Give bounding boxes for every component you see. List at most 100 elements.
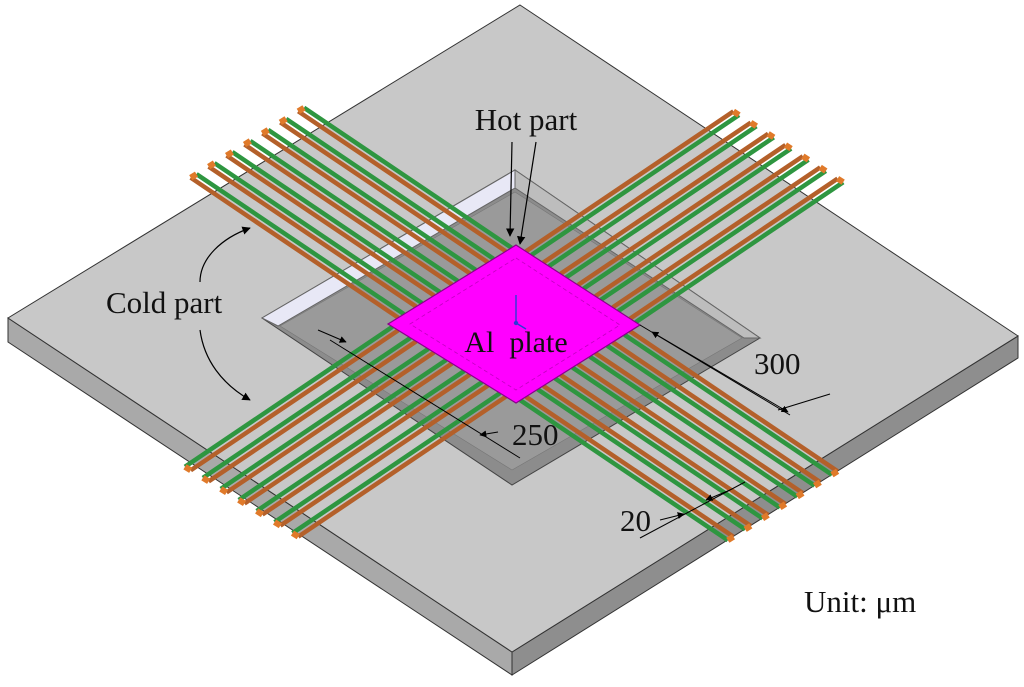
leg-pad-nw-3 [242, 138, 252, 148]
leg-green-sw-4 [219, 347, 430, 491]
leg-copper-se-4 [559, 373, 770, 517]
leg-copper-nw-2 [225, 153, 436, 298]
leg-green-se-5 [536, 387, 747, 532]
dimension-250-arrow-right [479, 430, 499, 438]
leg-copper-nw-4 [261, 131, 472, 276]
leg-green-nw-0 [195, 172, 406, 316]
leg-pad-se-0 [830, 468, 840, 478]
hot-part-arrow-left [505, 141, 515, 237]
leg-pad-sw-1 [273, 519, 282, 529]
leg-pad-sw-5 [201, 475, 211, 484]
dimension-300: 300 [639, 324, 831, 416]
hot-part-label: Hot part [475, 102, 578, 137]
leg-pad-se-3 [778, 501, 788, 511]
thermocouple-legs [183, 105, 845, 543]
leg-pad-sw-2 [255, 508, 264, 518]
dimension-250-arrow-left [317, 329, 347, 343]
leg-pad-nw-5 [278, 116, 288, 125]
leg-pad-nw-4 [260, 127, 270, 136]
al-plate [386, 244, 642, 404]
leg-green-sw-3 [237, 358, 448, 502]
leg-green-sw-6 [183, 324, 394, 469]
leg-pad-ne-1 [749, 120, 758, 129]
leg-copper-se-6 [524, 394, 735, 539]
leg-copper-ne-2 [559, 131, 770, 276]
leg-green-nw-3 [249, 139, 460, 283]
leg-copper-se-2 [594, 351, 805, 495]
al-plate-group: Al plate [386, 244, 642, 404]
dimension-300-arrow [651, 331, 789, 413]
leg-copper-nw-1 [207, 164, 418, 309]
leg-copper-se-5 [542, 383, 753, 528]
leg-copper-nw-0 [189, 175, 400, 320]
leg-pad-ne-3 [783, 142, 793, 152]
leg-pad-se-4 [760, 512, 770, 521]
leg-copper-ne-5 [611, 165, 822, 310]
al-plate-inner-outline [409, 257, 621, 391]
leg-green-nw-2 [231, 150, 442, 294]
leg-copper-nw-3 [243, 142, 454, 287]
leg-copper-sw-5 [207, 339, 418, 484]
leg-green-sw-2 [255, 369, 466, 513]
dimension-20-arrow-right [705, 489, 731, 501]
plate-label: Al plate [464, 326, 567, 359]
leg-pad-ne-6 [835, 176, 845, 185]
leg-green-ne-0 [530, 113, 741, 257]
unit-label: Unit: μm [804, 584, 916, 619]
leg-copper-ne-6 [628, 176, 839, 321]
leg-green-se-4 [553, 376, 764, 521]
leg-pad-se-1 [813, 479, 822, 489]
leg-pad-se-2 [795, 490, 805, 500]
leg-copper-sw-1 [279, 383, 490, 528]
leg-green-nw-6 [302, 105, 513, 250]
cold-part-label: Cold part [106, 285, 223, 320]
leg-pad-se-5 [743, 523, 753, 532]
leg-copper-sw-4 [225, 350, 436, 495]
leg-green-ne-1 [547, 124, 758, 269]
leg-pad-ne-4 [801, 153, 811, 163]
dimension-300-label: 300 [754, 346, 801, 381]
cold-part-arrow-upper [199, 226, 251, 283]
leg-green-nw-1 [213, 161, 424, 305]
leg-pad-nw-2 [225, 149, 234, 159]
leg-pad-sw-3 [237, 497, 247, 507]
leg-green-se-2 [588, 354, 799, 499]
leg-pad-se-6 [726, 534, 736, 543]
leg-copper-ne-0 [524, 109, 735, 254]
leg-green-se-3 [571, 365, 782, 510]
hot-part-annotation: Hot part [475, 102, 578, 245]
leg-copper-ne-3 [576, 143, 787, 287]
dimension-20: 20 [620, 481, 746, 539]
leg-green-ne-6 [634, 180, 845, 325]
leg-green-ne-2 [564, 135, 775, 280]
leg-green-ne-5 [617, 169, 828, 313]
leg-pad-ne-2 [766, 131, 776, 140]
leg-green-sw-0 [291, 391, 502, 535]
leg-green-ne-4 [599, 157, 810, 302]
leg-copper-ne-4 [594, 154, 805, 299]
leg-copper-ne-1 [542, 120, 753, 265]
leg-copper-sw-6 [189, 328, 400, 473]
cold-part-arrow-lower [199, 329, 251, 401]
leg-pad-ne-0 [731, 108, 741, 118]
leg-pad-nw-1 [207, 160, 216, 170]
leg-green-ne-3 [582, 146, 793, 291]
dimension-20-arrow-left [659, 512, 685, 521]
leg-copper-se-3 [576, 362, 787, 506]
leg-pad-nw-0 [189, 171, 199, 181]
leg-copper-sw-0 [297, 394, 508, 539]
hot-part-arrow-right [517, 141, 537, 245]
leg-pad-nw-6 [296, 105, 306, 114]
leg-green-sw-5 [201, 335, 412, 480]
leg-green-se-6 [519, 398, 730, 543]
cold-part-annotation: Cold part [106, 226, 251, 401]
leg-copper-nw-6 [297, 109, 508, 254]
dimension-20-label: 20 [620, 503, 651, 538]
leg-green-nw-4 [266, 128, 477, 272]
leg-green-se-1 [605, 343, 816, 488]
leg-copper-sw-2 [261, 372, 472, 517]
leg-pad-sw-0 [290, 530, 300, 540]
leg-pad-sw-4 [219, 486, 229, 495]
leg-copper-nw-5 [279, 120, 490, 265]
